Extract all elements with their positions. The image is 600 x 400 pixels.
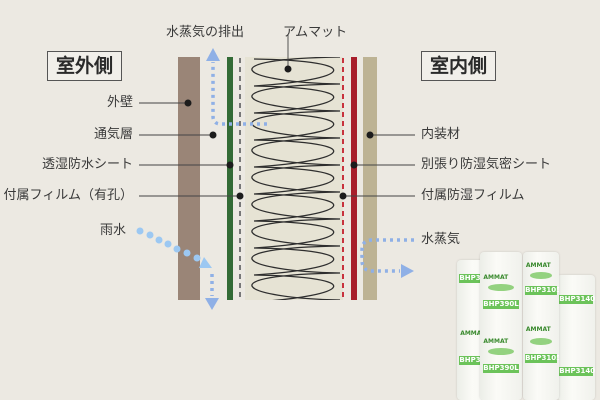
leader-lines-left	[139, 102, 240, 197]
vapor-exhaust-arrow	[206, 48, 267, 126]
vapor-exhaust-label: 水蒸気の排出	[166, 25, 245, 40]
exterior-side-label: 室外側	[47, 51, 123, 81]
exterior-wall-label: 外壁	[106, 95, 133, 110]
product-roll: AMMAT BHP3105L AMMAT BHP3105L	[523, 252, 559, 400]
leader-lines-right	[287, 35, 415, 197]
insulation-mat	[245, 57, 343, 300]
product-roll: BHP31405 BHP31405	[557, 275, 595, 400]
exterior-wall-layer	[178, 57, 200, 300]
interior-material-layer	[363, 57, 377, 300]
product-photo: BHP3155 AMMAT BHP3155 BHP31405 BHP31405 …	[453, 250, 598, 400]
waterproof-sheet-layer	[227, 57, 233, 300]
vapor-film-label: 付属防湿フィルム	[421, 188, 525, 203]
water-vapor-label: 水蒸気	[421, 232, 461, 247]
waterproof-sheet-label: 透湿防水シート	[41, 157, 133, 172]
ventilation-layer-label: 通気層	[93, 127, 133, 142]
rainwater-label: 雨水	[100, 223, 127, 238]
vapor-barrier-sheet-layer	[351, 57, 357, 300]
perforated-film-label: 付属フィルム（有孔）	[3, 188, 133, 203]
insulation-mat-label: アムマット	[283, 25, 348, 40]
product-roll: AMMAT BHP390L AMMAT BHP390L	[480, 252, 522, 400]
interior-side-label: 室内側	[421, 51, 497, 81]
vapor-barrier-sheet-label: 別張り防湿気密シート	[421, 157, 552, 172]
water-vapor-arrow	[360, 238, 414, 278]
leader-dots-right	[284, 65, 374, 200]
interior-material-label: 内装材	[421, 127, 461, 142]
rainwater-arrow	[136, 227, 219, 310]
leader-dots-left	[184, 99, 244, 200]
